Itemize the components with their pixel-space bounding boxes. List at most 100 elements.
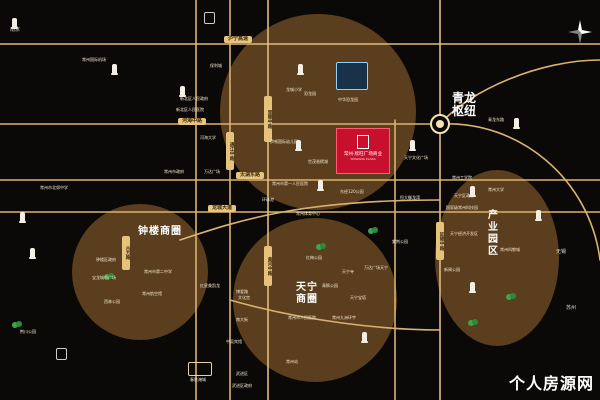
poi-label[interactable]: 中华恐龙园 (338, 97, 358, 102)
road-tag-huning: 沪宁高速 (224, 36, 253, 43)
poi-label[interactable]: 新北区人民政府 (180, 96, 208, 101)
poi-label[interactable]: 中吴宾馆 (226, 339, 242, 344)
poi-label[interactable]: 保利城 (210, 63, 222, 68)
zone-label-zhonglou: 钟楼商圈 (138, 226, 182, 237)
poi-label[interactable]: 常州工学院 (452, 175, 472, 180)
poi-label[interactable]: 常州市第二中学 (144, 269, 172, 274)
building-icon (295, 140, 302, 151)
tree-icon (506, 292, 516, 300)
poi-label[interactable]: 南大街 (236, 317, 248, 322)
poi-label[interactable]: 常州大学 (488, 187, 504, 192)
poi-label[interactable]: 钟楼区政府 (96, 257, 116, 262)
poi-label[interactable]: 新闸公园 (444, 267, 460, 272)
road-tag-jinling: 晋陵中路 (264, 96, 272, 142)
tree-icon (12, 320, 22, 328)
road-tag-longcheng: 龙城大道 (208, 205, 237, 212)
poi-label[interactable]: 伊顿国际幼儿园 (270, 139, 298, 144)
road-curve-ne (439, 59, 600, 125)
poi-label[interactable]: 世茂香槟湖 (308, 159, 328, 164)
poi-label[interactable]: 常州站 (286, 359, 298, 364)
colosseum-icon (188, 362, 212, 376)
poi-label[interactable]: 河海大学 (200, 135, 216, 140)
zone-circle-tianning (233, 218, 397, 382)
poi-label[interactable]: 红梅公园 (306, 255, 322, 260)
poi-label[interactable]: 常州国际机场 (82, 57, 106, 62)
poi-label[interactable]: 武进区政府 (232, 383, 252, 388)
station-icon (204, 12, 215, 24)
poi-label[interactable]: 春秋淹城 (190, 377, 206, 382)
building-icon (469, 282, 476, 293)
poi-label[interactable]: 环球港 (262, 197, 274, 202)
watermark: 个人房源网 (508, 374, 594, 393)
poi-label[interactable]: 天宁宝塔 (350, 295, 366, 300)
road-tag-yanling: 延陵中路 (436, 222, 444, 260)
station-icon (56, 348, 67, 360)
poi-label[interactable]: 西林公园 (104, 299, 120, 304)
poi-label[interactable]: 国家级常州科技园 (446, 205, 478, 210)
poi-label[interactable]: 武进区 (236, 371, 248, 376)
city-wuxi: 无锡 (556, 249, 567, 255)
compass-icon (568, 20, 592, 44)
poi-label[interactable]: 荆川公园 (20, 329, 36, 334)
zone-label-industrial: 产业园区 (488, 210, 499, 257)
poi-label[interactable]: 常州市第一人民医院 (272, 181, 308, 186)
poi-label[interactable]: 紫荆公园 (392, 239, 408, 244)
poi-label[interactable]: 恐龙园 (304, 91, 316, 96)
castle-icon (336, 62, 368, 90)
road-diag (179, 199, 441, 241)
poi-label[interactable]: 青枫公园 (322, 283, 338, 288)
tree-icon (468, 318, 478, 326)
building-icon (19, 212, 26, 223)
zone-circle-zhonglou (72, 204, 208, 340)
poi-label[interactable]: 常州市人民医院 (288, 315, 316, 320)
road-south (229, 299, 441, 331)
road-tag-gutan: 古方路 (122, 236, 130, 270)
poi-label[interactable]: 恒大御龙湾 (400, 195, 420, 200)
poi-label[interactable]: 博爱路 (236, 289, 248, 294)
poi-label[interactable]: 万达广场天宁 (364, 265, 388, 270)
poi-label[interactable]: 常州体育中心 (296, 211, 320, 216)
poi-label[interactable]: 常州航空馆 (142, 291, 162, 296)
building-icon (513, 118, 520, 129)
poi-label[interactable]: 天宁区政府 (454, 193, 474, 198)
road-tag-huangtang: 黄河中路 (264, 246, 272, 286)
poi-label[interactable]: 天宁寺 (342, 269, 354, 274)
zone-circle-industrial (435, 170, 559, 346)
hub-label-qinglong: 青龙枢纽 (452, 91, 477, 118)
building-icon (11, 18, 18, 29)
project-marker[interactable]: 常州·欣旺广场商业 XINWANG PLAZA (336, 128, 390, 174)
poi-label[interactable]: 常州市政府 (164, 169, 184, 174)
building-icon (317, 180, 324, 191)
project-logo-icon (357, 135, 369, 149)
project-name: 常州·欣旺广场商业 (343, 152, 383, 157)
poi-label[interactable]: 宝龙城市广场 (92, 275, 116, 280)
poi-label[interactable]: 红星美凯龙 (200, 283, 220, 288)
poi-label[interactable]: 常州科教城 (500, 247, 520, 252)
building-icon (179, 86, 186, 97)
poi-label[interactable]: 天宁文化广场 (404, 155, 428, 160)
poi-label[interactable]: 青龙东路 (488, 117, 504, 122)
poi-label[interactable]: 常州市北郊中学 (40, 185, 68, 190)
poi-label[interactable]: 天宁经济开发区 (450, 231, 478, 236)
poi-label[interactable]: 常州九洲环宇 (332, 315, 356, 320)
road-curve-east (439, 123, 600, 261)
poi-label[interactable]: 新北区人民医院 (176, 107, 204, 112)
road-tag-heguang: 河海中路 (178, 118, 207, 125)
poi-label[interactable]: 文化宫 (238, 295, 250, 300)
poi-label[interactable]: 万达广场 (204, 169, 220, 174)
city-suzhou: 苏州 (566, 305, 577, 311)
road-tag-tongjiang: 通江中路 (226, 132, 234, 170)
building-icon (297, 64, 304, 75)
poi-label[interactable]: 龙城小学 (286, 87, 302, 92)
tree-icon (316, 242, 326, 250)
building-icon (361, 332, 368, 343)
poi-label[interactable]: 东经120公园 (340, 189, 364, 194)
project-pinyin: XINWANG PLAZA (350, 157, 376, 161)
road-tag-taiping: 太湖东路 (236, 172, 265, 179)
city-nanjing: 南京 (10, 27, 21, 33)
building-icon (409, 140, 416, 151)
building-icon (29, 248, 36, 259)
building-icon (111, 64, 118, 75)
